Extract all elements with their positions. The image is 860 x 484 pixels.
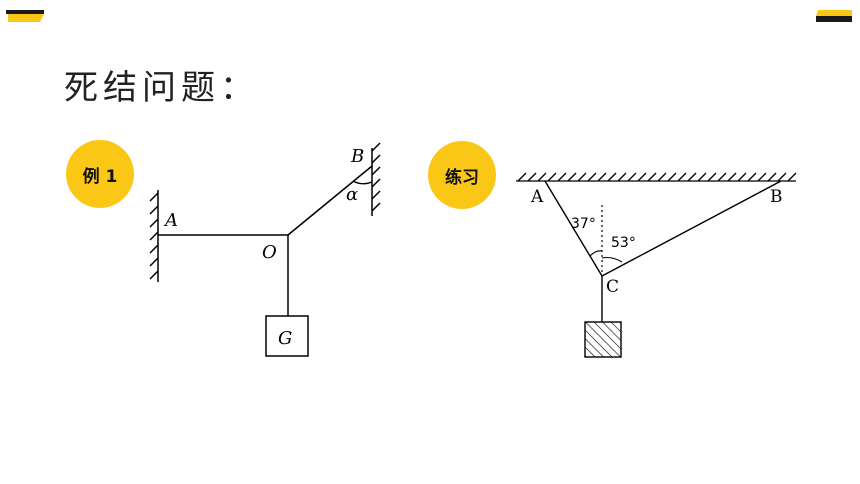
- label-alpha: α: [346, 184, 358, 205]
- label-o: O: [262, 242, 277, 263]
- page-title: 死结问题：: [64, 68, 259, 108]
- label-b: B: [770, 187, 783, 207]
- practice-badge: 练习: [428, 141, 496, 209]
- label-c: C: [606, 277, 619, 297]
- example-badge: 例 1: [66, 140, 134, 208]
- rope-ob: [287, 165, 373, 236]
- weight-box: [265, 315, 309, 357]
- hatched-weight: [584, 321, 622, 358]
- wall-a: [149, 190, 159, 282]
- label-a: A: [163, 210, 178, 231]
- corner-decoration-left: [6, 10, 44, 22]
- angle-label-53: 53°: [611, 235, 636, 251]
- rope-ac: [544, 180, 603, 277]
- wall-b: [371, 142, 381, 216]
- rope-bc: [601, 180, 782, 277]
- label-g: G: [278, 328, 292, 349]
- label-a: A: [530, 187, 544, 207]
- label-b: B: [350, 146, 364, 167]
- figure-practice: A B C 37° 53°: [516, 172, 797, 358]
- corner-decoration-right: [816, 10, 852, 22]
- angle-arc-left: [589, 250, 603, 257]
- figure-example-1: A B α O G: [149, 142, 381, 357]
- angle-arc-right: [601, 256, 623, 263]
- angle-label-37: 37°: [571, 216, 596, 232]
- angle-alpha-arc: [352, 180, 373, 185]
- ceiling: [516, 172, 797, 182]
